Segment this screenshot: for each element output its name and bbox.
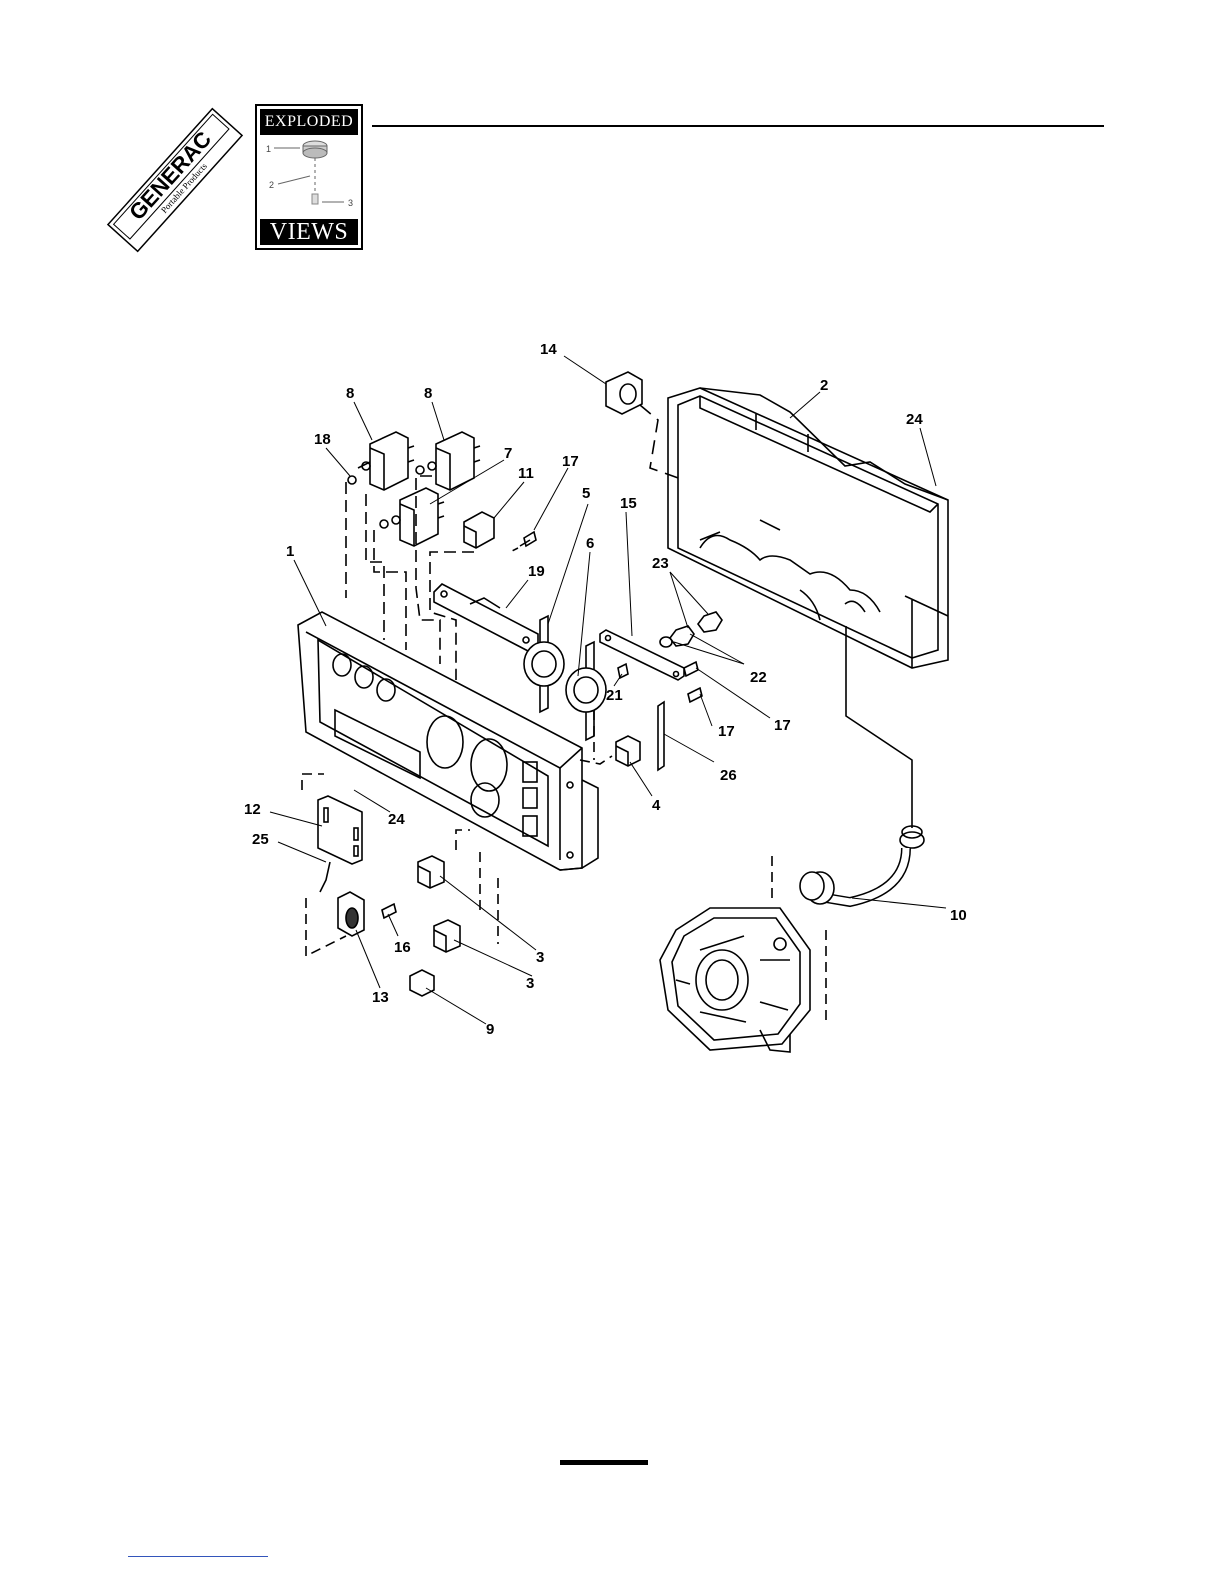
- twist-lock-receptacle-6: [566, 642, 606, 740]
- circuit-breaker-7: [392, 488, 444, 546]
- callout-12: 12: [244, 801, 261, 818]
- nut-18: [348, 476, 356, 484]
- switch-13: [338, 892, 364, 936]
- callout-18: 18: [314, 431, 331, 448]
- callout-16: 16: [394, 939, 411, 956]
- screw-17-upper: [520, 532, 536, 546]
- callout-2: 2: [820, 377, 828, 394]
- callout-24-lower: 24: [388, 811, 405, 828]
- bracket-19: [434, 584, 538, 652]
- callout-15: 15: [620, 495, 637, 512]
- circuit-breaker-8-left: [358, 432, 414, 490]
- nut-23b: [698, 612, 722, 632]
- footer-bar: [560, 1460, 648, 1465]
- callout-8b: 8: [424, 385, 432, 402]
- callout-3-upper: 3: [536, 949, 544, 966]
- cap-11: [464, 512, 494, 548]
- callout-17-top: 17: [562, 453, 579, 470]
- circuit-breaker-8-right: [428, 432, 480, 490]
- circuit-board-12: [318, 796, 362, 864]
- nut-23a: [670, 626, 694, 646]
- callout-19: 19: [528, 563, 545, 580]
- screw-17-mid: [684, 662, 698, 676]
- strip-26: [658, 702, 664, 770]
- callout-17-lower: 17: [718, 723, 735, 740]
- callout-7: 7: [504, 445, 512, 462]
- callout-6: 6: [586, 535, 594, 552]
- receptacle-3-lower: [434, 920, 460, 952]
- callout-21: 21: [606, 687, 623, 704]
- callout-24: 24: [906, 411, 923, 428]
- receptacle-3-upper: [418, 856, 444, 888]
- callout-22: 22: [750, 669, 767, 686]
- callout-14: 14: [540, 341, 557, 358]
- callout-1: 1: [286, 543, 294, 560]
- rocker-switch-9: [410, 970, 434, 996]
- stator-housing: [660, 908, 810, 1052]
- footer-link-underline[interactable]: [128, 1556, 268, 1557]
- grommet-14: [606, 372, 642, 414]
- callout-25: 25: [252, 831, 269, 848]
- cable-assembly-10: [800, 626, 924, 904]
- callout-26: 26: [720, 767, 737, 784]
- callout-3-lower: 3: [526, 975, 534, 992]
- callout-4: 4: [652, 797, 661, 814]
- screw-21: [618, 664, 628, 678]
- callout-23: 23: [652, 555, 669, 572]
- callout-8a: 8: [346, 385, 354, 402]
- callout-5: 5: [582, 485, 590, 502]
- outlet-4: [616, 736, 640, 766]
- callout-10: 10: [950, 907, 967, 924]
- callout-17-right: 17: [774, 717, 791, 734]
- callout-9: 9: [486, 1021, 494, 1038]
- callout-13: 13: [372, 989, 389, 1006]
- callout-11: 11: [518, 465, 534, 482]
